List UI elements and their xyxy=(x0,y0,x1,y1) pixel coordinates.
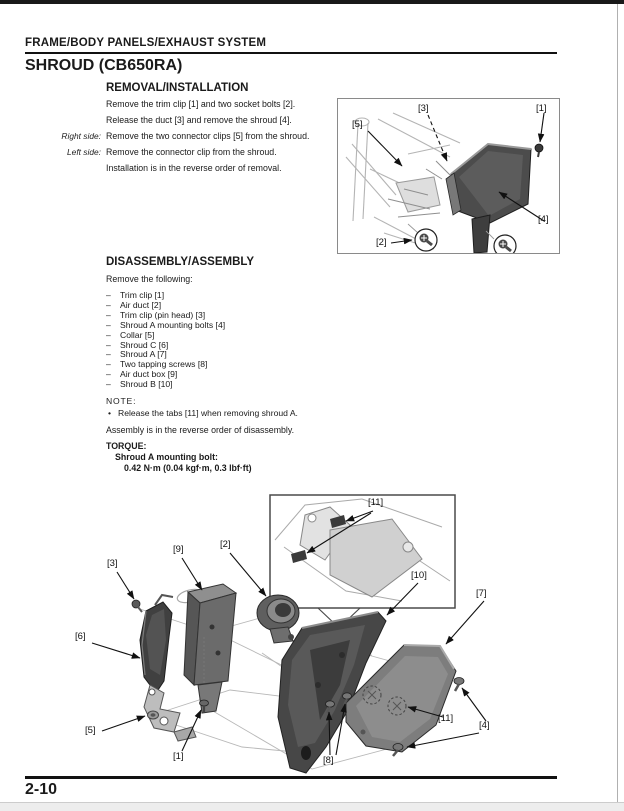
list-dash: – xyxy=(106,299,111,310)
list-dash: – xyxy=(106,379,111,390)
callout-9: [9] xyxy=(173,544,184,555)
list-dash: – xyxy=(106,329,111,340)
list-dash: – xyxy=(106,359,111,370)
shroud-part xyxy=(445,142,532,253)
list-item: –Shroud A [7] xyxy=(106,350,225,360)
list-item: –Shroud B [10] xyxy=(106,379,225,390)
list-item-text: Shroud C [6] xyxy=(120,339,169,350)
removal-heading: REMOVAL/INSTALLATION xyxy=(106,82,249,94)
left-side-label: Left side: xyxy=(67,147,101,157)
connector-clips-sketch xyxy=(387,160,451,218)
disassembly-heading: DISASSEMBLY/ASSEMBLY xyxy=(106,256,255,268)
socket-bolt-detail-circles xyxy=(407,223,517,253)
leader-arrows xyxy=(91,510,487,756)
scan-bottom-strip xyxy=(0,802,624,811)
removal-line-4: Remove the connector clip from the shrou… xyxy=(106,147,277,157)
list-dash: – xyxy=(106,309,111,320)
callout-3: [3] xyxy=(107,558,118,569)
trim-clip-icon xyxy=(199,637,209,712)
trim-clip-pin-head-icon xyxy=(131,599,143,613)
right-side-label: Right side: xyxy=(61,131,101,141)
disassembly-diagram: [11] [2] [9] [3] [10] [7] [6] [5] [1] [8… xyxy=(60,485,560,777)
frame-sketch xyxy=(345,112,461,250)
note-text: Release the tabs [11] when removing shro… xyxy=(118,408,298,418)
tab-lower xyxy=(291,550,307,563)
removal-line-3: Remove the two connector clips [5] from … xyxy=(106,131,310,141)
torque-item-label: Shroud A mounting bolt: xyxy=(115,452,218,462)
list-item-text: Trim clip (pin head) [3] xyxy=(120,309,206,320)
note-item: • Release the tabs [11] when removing shr… xyxy=(108,408,298,418)
callout-11: [11] xyxy=(438,713,454,724)
disassembly-list: –Trim clip [1] –Air duct [2] –Trim clip … xyxy=(106,290,226,390)
list-dash: – xyxy=(106,349,111,360)
list-item-text: Air duct box [9] xyxy=(120,369,178,380)
disassembly-intro: Remove the following: xyxy=(106,274,193,284)
assembly-line: Assembly is in the reverse order of disa… xyxy=(106,425,295,435)
removal-line-2: Release the duct [3] and remove the shro… xyxy=(106,115,292,125)
list-item-text: Trim clip [1] xyxy=(120,290,165,300)
tab-upper xyxy=(330,515,346,528)
callout-3: [3] xyxy=(418,103,429,114)
list-item: –Air duct box [9] xyxy=(106,369,225,380)
callout-6: [6] xyxy=(75,631,86,642)
note-bullet: • xyxy=(108,408,112,418)
callout-11-inset: [11] xyxy=(368,497,384,508)
list-item: –Shroud C [6] xyxy=(106,339,225,351)
list-dash: – xyxy=(106,339,111,350)
running-header: FRAME/BODY PANELS/EXHAUST SYSTEM xyxy=(25,37,267,49)
note-label: NOTE: xyxy=(106,396,137,406)
shroud-b-part xyxy=(277,611,387,774)
list-item: –Shroud A mounting bolts [4] xyxy=(106,319,226,331)
page-title: SHROUD (CB650RA) xyxy=(25,57,183,74)
tab-inset-box xyxy=(269,494,456,627)
callout-7: [7] xyxy=(476,588,487,599)
callout-1: [1] xyxy=(536,103,547,114)
air-duct-part xyxy=(256,594,300,644)
scan-top-bar xyxy=(0,0,624,4)
torque-label: TORQUE: xyxy=(106,441,147,451)
list-item-text: Air duct [2] xyxy=(120,299,162,310)
list-item: –Collar [5] xyxy=(106,329,225,341)
header-rule xyxy=(25,52,557,54)
callout-2: [2] xyxy=(376,237,387,248)
list-item-text: Collar [5] xyxy=(120,329,155,340)
removal-line-5: Installation is in the reverse order of … xyxy=(106,163,282,173)
page-number: 2-10 xyxy=(25,781,58,798)
mounting-bolts-icons xyxy=(392,677,465,757)
removal-line-1: Remove the trim clip [1] and two socket … xyxy=(106,99,296,109)
scan-right-edge xyxy=(617,4,618,802)
list-item-text: Shroud A mounting bolts [4] xyxy=(120,319,226,330)
shroud-c-part xyxy=(139,593,197,742)
callout-2: [2] xyxy=(220,539,231,550)
list-item: –Trim clip (pin head) [3] xyxy=(106,309,225,321)
removal-diagram: [3] [1] [5] [4] [2] xyxy=(337,98,560,254)
leader-arrows xyxy=(367,112,545,245)
callout-10: [10] xyxy=(411,570,427,581)
list-item-text: Two tapping screws [8] xyxy=(120,359,208,370)
callout-5: [5] xyxy=(352,119,363,130)
collar-icon xyxy=(147,710,159,720)
list-item-text: Shroud B [10] xyxy=(120,379,173,390)
torque-value: 0.42 N·m (0.04 kgf·m, 0.3 lbf·ft) xyxy=(124,463,252,473)
callout-8: [8] xyxy=(323,755,334,766)
list-dash: – xyxy=(106,369,111,380)
list-item: –Trim clip [1] xyxy=(106,290,225,301)
callout-1: [1] xyxy=(173,751,184,762)
shroud-a-part xyxy=(345,644,457,753)
callout-5: [5] xyxy=(85,725,96,736)
air-duct-box-part xyxy=(176,583,238,714)
list-item-text: Shroud A [7] xyxy=(120,349,167,360)
trim-clip-icon xyxy=(534,143,544,158)
list-dash: – xyxy=(106,319,111,330)
callout-4: [4] xyxy=(479,720,490,731)
list-item: –Two tapping screws [8] xyxy=(106,359,225,370)
footer-rule xyxy=(25,776,557,779)
list-item: –Air duct [2] xyxy=(106,299,225,311)
list-dash: – xyxy=(106,290,111,300)
callout-4: [4] xyxy=(538,214,549,225)
